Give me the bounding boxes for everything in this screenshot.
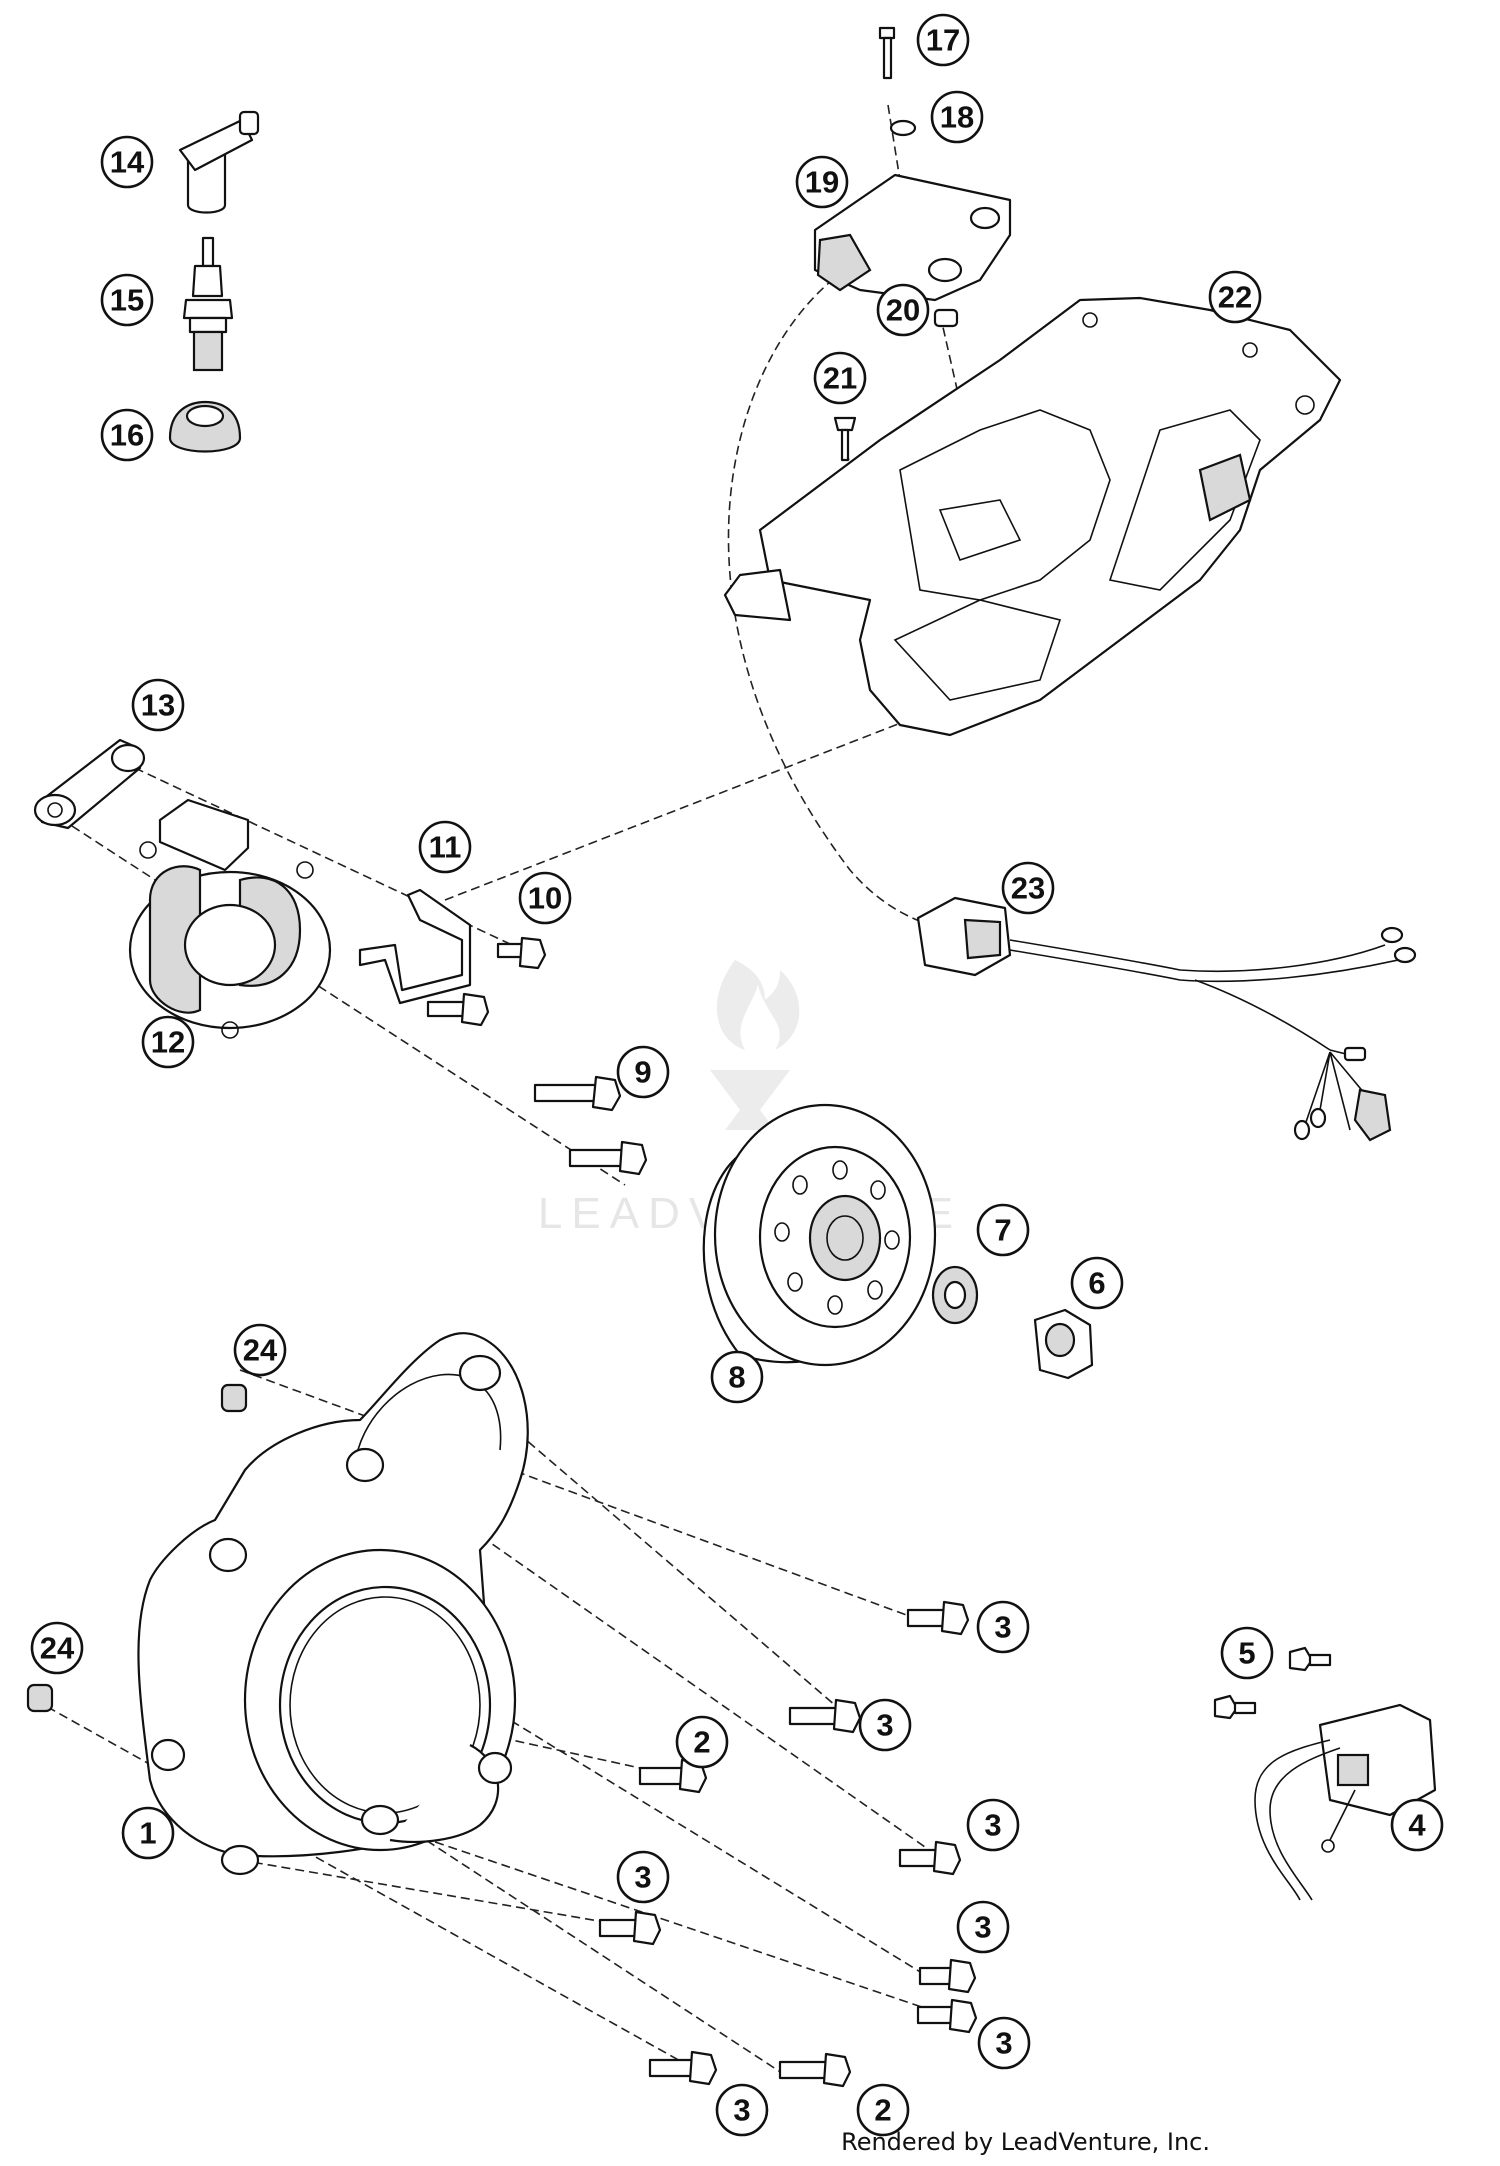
callout-3-f: 3: [977, 2016, 1031, 2070]
callout-label: 22: [1218, 280, 1252, 315]
callout-16: 16: [100, 408, 154, 462]
callout-label: 24: [40, 1631, 75, 1666]
callout-label: 10: [528, 881, 562, 916]
callout-22: 22: [1208, 270, 1262, 324]
ignition-coil-part: [1254, 1703, 1437, 1901]
callout-3-g: 3: [715, 2083, 769, 2137]
control-unit-group-part: [813, 26, 1012, 462]
washer-part: [931, 1265, 979, 1325]
callout-5: 5: [1220, 1626, 1274, 1680]
mounting-bracket-part: [723, 296, 1342, 737]
grommet-part: [168, 400, 242, 453]
wiring-harness-part: [916, 896, 1417, 1142]
callout-label: 12: [151, 1025, 185, 1060]
callout-label: 3: [994, 1610, 1011, 1645]
cable-bracket-part: [358, 888, 472, 1005]
bolt-bracket-lower-part: [426, 992, 490, 1027]
callout-3-b: 3: [858, 1698, 912, 1752]
callout-label: 3: [733, 2093, 750, 2128]
callout-label: 2: [693, 1725, 710, 1760]
callout-label: 23: [1011, 871, 1045, 906]
credit-text: Rendered by LeadVenture, Inc.: [841, 2128, 1210, 2156]
callout-13: 13: [131, 678, 185, 732]
callout-label: 3: [974, 1910, 991, 1945]
ignition-cover-part: [137, 1332, 529, 1876]
callout-label: 2: [874, 2093, 891, 2128]
callout-label: 19: [805, 165, 839, 200]
cover-bolts-part: [598, 1600, 978, 2088]
spark-plug-connector-part: [178, 110, 260, 214]
callout-19: 19: [795, 155, 849, 209]
callout-6: 6: [1070, 1256, 1124, 1310]
callout-23: 23: [1001, 861, 1055, 915]
pickup-holder-part: [33, 738, 146, 830]
callout-15: 15: [100, 273, 154, 327]
callout-18: 18: [930, 90, 984, 144]
bolt-10-part: [496, 936, 547, 970]
stator-part: [128, 798, 332, 1039]
callout-label: 24: [243, 1333, 278, 1368]
callout-24-upper: 24: [233, 1323, 287, 1377]
callout-label: 1: [139, 1816, 156, 1851]
coil-bolts-part: [1213, 1646, 1332, 1720]
callout-17: 17: [916, 13, 970, 67]
spark-plug-part: [182, 236, 234, 372]
callout-label: 3: [634, 1860, 651, 1895]
callout-12: 12: [141, 1015, 195, 1069]
callout-label: 15: [110, 283, 144, 318]
callout-11: 11: [418, 820, 472, 874]
stator-bolts-part: [533, 1075, 648, 1176]
callout-21: 21: [813, 351, 867, 405]
callout-label: 7: [994, 1213, 1011, 1248]
callout-label: 4: [1408, 1808, 1426, 1843]
callout-3-c: 3: [966, 1798, 1020, 1852]
callout-9: 9: [616, 1045, 670, 1099]
callout-24-lower: 24: [30, 1621, 84, 1675]
callout-8: 8: [710, 1350, 764, 1404]
callout-7: 7: [976, 1203, 1030, 1257]
callout-14: 14: [100, 135, 154, 189]
callout-label: 17: [926, 23, 960, 58]
callout-10: 10: [518, 871, 572, 925]
callout-label: 8: [728, 1360, 745, 1395]
callout-3-d: 3: [956, 1900, 1010, 1954]
callout-label: 13: [141, 688, 175, 723]
callout-label: 3: [995, 2026, 1012, 2061]
callout-label: 5: [1238, 1636, 1255, 1671]
flywheel-part: [702, 1103, 937, 1367]
callout-label: 14: [110, 145, 145, 180]
callout-3-e: 3: [616, 1850, 670, 1904]
callout-label: 6: [1088, 1266, 1105, 1301]
callout-label: 11: [429, 830, 462, 865]
callout-label: 16: [110, 418, 144, 453]
callout-4: 4: [1390, 1798, 1444, 1852]
callout-label: 18: [940, 100, 974, 135]
callout-3-a: 3: [976, 1600, 1030, 1654]
flywheel-nut-part: [1033, 1308, 1094, 1380]
callout-2-upper: 2: [675, 1715, 729, 1769]
dowel-sleeves-part: [26, 1383, 248, 1713]
callout-label: 21: [823, 361, 857, 396]
callout-1: 1: [121, 1806, 175, 1860]
callout-label: 3: [984, 1808, 1001, 1843]
callout-label: 9: [634, 1055, 651, 1090]
callout-2-lower: 2: [856, 2083, 910, 2137]
callout-label: 20: [886, 293, 920, 328]
callout-20: 20: [876, 283, 930, 337]
callout-label: 3: [876, 1708, 893, 1743]
